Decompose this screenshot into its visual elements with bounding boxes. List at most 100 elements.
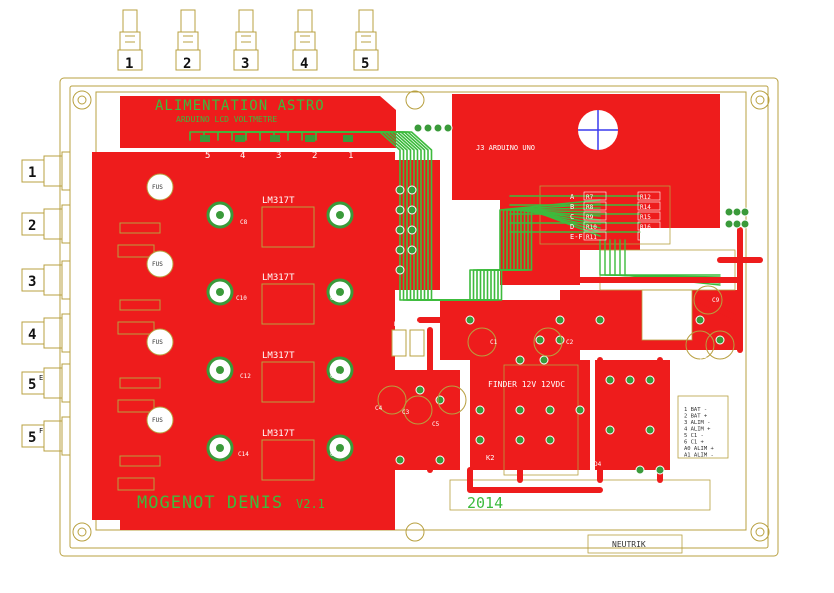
legend-item: 5 C1 - xyxy=(684,433,704,439)
solder-pad xyxy=(732,219,742,229)
pin-resistor-b: R16 xyxy=(640,224,651,231)
capacitor-outline xyxy=(533,327,563,357)
solder-pad xyxy=(435,455,445,465)
led-number: 2 xyxy=(312,151,317,161)
capacitor-label: C6 xyxy=(718,353,726,360)
led-pad xyxy=(200,135,210,142)
cutouts xyxy=(578,110,693,341)
solder-pad xyxy=(545,435,555,445)
led-pad xyxy=(305,135,315,142)
capacitor-outline xyxy=(705,330,735,360)
left-connector: 3 xyxy=(21,260,71,300)
solder-pad xyxy=(575,405,585,415)
pin-resistor-a: R9 xyxy=(586,214,594,221)
solder-pad xyxy=(605,375,615,385)
solder-pad xyxy=(535,335,545,345)
regulator-label: LM317T xyxy=(262,273,295,283)
board-title: ALIMENTATION ASTRO xyxy=(155,98,325,114)
led-pad xyxy=(270,135,280,142)
trace-lcd xyxy=(599,239,721,276)
solder-pad xyxy=(515,355,525,365)
capacitor-label: C10 xyxy=(236,295,247,302)
capacitor-label: C7 xyxy=(700,357,708,364)
left-connector-suffix: E xyxy=(39,374,43,382)
pin-resistor-b: R12 xyxy=(640,194,651,201)
trace-copper xyxy=(697,297,743,323)
top-connector: 5 xyxy=(353,9,379,72)
solder-pad xyxy=(395,265,405,275)
solder-pad xyxy=(395,205,405,215)
solder-pad xyxy=(407,205,417,215)
pin-resistor-b: R14 xyxy=(640,204,651,211)
legend-item: 2 BAT + xyxy=(684,414,708,420)
diode-outline xyxy=(391,329,407,357)
fuse-label: FUS xyxy=(152,417,163,424)
capacitor-label: C2 xyxy=(566,339,574,346)
capacitor-label: C14 xyxy=(238,451,249,458)
neutrik-label: NEUTRIK xyxy=(612,540,646,549)
pin-resistor-a: R11 xyxy=(586,234,597,241)
pin-resistor-a: R10 xyxy=(586,224,597,231)
capacitor-outline xyxy=(685,330,715,360)
solder-pad xyxy=(724,207,734,217)
solder-pad xyxy=(475,435,485,445)
fuse-label: FUS xyxy=(152,184,163,191)
solder-pad xyxy=(545,405,555,415)
solder-pad xyxy=(715,335,725,345)
led-number: 3 xyxy=(276,151,281,161)
solder-pad xyxy=(465,315,475,325)
relay-label: FINDER 12V 12VDC xyxy=(488,380,565,389)
left-connector: 2 xyxy=(21,204,71,244)
left-connector-suffix: F xyxy=(39,427,43,435)
capacitor-outline xyxy=(693,285,723,315)
capacitor-label: C15 xyxy=(330,451,341,458)
legend-item: A0 ALIM + xyxy=(684,446,714,452)
capacitor-outline xyxy=(403,395,433,425)
left-connector-number: 3 xyxy=(28,274,36,290)
capacitor-label: C12 xyxy=(240,373,251,380)
pin-letter: B xyxy=(570,203,574,211)
led-number: 4 xyxy=(240,151,245,161)
solder-pad xyxy=(475,405,485,415)
legend-item: 4 ALIM + xyxy=(684,427,711,433)
fuse-label: FUS xyxy=(152,261,163,268)
switch-label: SBO5 xyxy=(670,313,678,330)
solder-pad xyxy=(645,425,655,435)
board-year: 2014 xyxy=(467,494,503,512)
k2-label: K2 xyxy=(486,454,494,462)
solder-pad xyxy=(645,375,655,385)
capacitor-label: C9 xyxy=(712,297,720,304)
solder-pad xyxy=(413,123,423,133)
pin-letter: C xyxy=(570,213,574,221)
trace-bus xyxy=(315,131,601,301)
solder-pad xyxy=(740,207,750,217)
pin-letter: E-F xyxy=(570,233,583,241)
left-connector-number: 5 xyxy=(28,377,36,393)
solder-pad xyxy=(724,219,734,229)
solder-pad xyxy=(695,315,705,325)
capacitor-label: C3 xyxy=(402,409,410,416)
regulator-label: LM317T xyxy=(262,196,295,206)
j3-label: J3 xyxy=(642,259,652,268)
board-subtitle: ARDUINO LCD VOLTMETRE xyxy=(176,115,277,124)
led-pad xyxy=(235,135,245,142)
diode-outline xyxy=(409,329,425,357)
top-connector: 4 xyxy=(292,9,318,72)
solder-pad xyxy=(539,355,549,365)
top-connector-number: 1 xyxy=(125,56,133,72)
